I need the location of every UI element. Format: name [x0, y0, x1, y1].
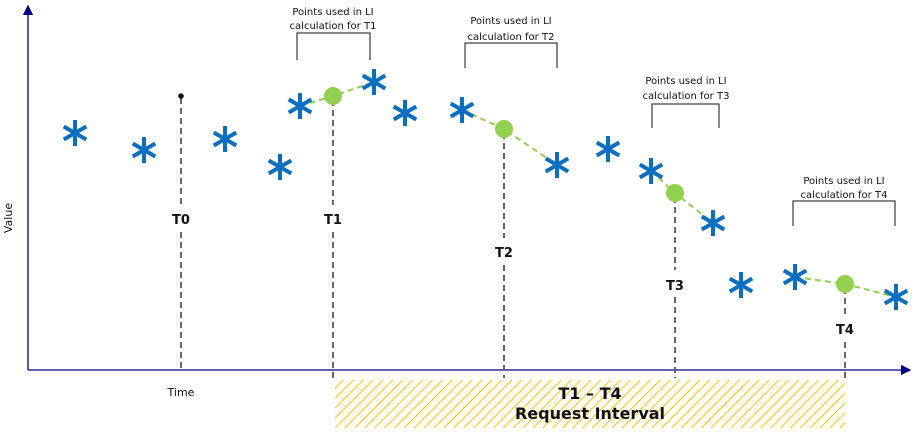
bracket-t4-line1: Points used in LI: [803, 176, 884, 187]
t4-label: T4: [836, 323, 854, 338]
bracket-t3-line1: Points used in LI: [645, 76, 726, 87]
interval-label: Request Interval: [515, 404, 665, 423]
sample-point-asterisk: [62, 120, 88, 146]
sample-point-asterisk: [287, 93, 313, 119]
sample-point-asterisk: [449, 97, 475, 123]
y-axis-label: Value: [2, 203, 15, 233]
interpolated-point-t2: [495, 120, 513, 138]
sample-point-asterisk: [728, 272, 754, 298]
sample-point-asterisk: [782, 264, 808, 290]
sample-point-asterisk: [700, 210, 726, 236]
t1-label: T1: [324, 213, 342, 228]
bracket-t3: [651, 103, 720, 128]
sample-point-asterisk: [595, 136, 621, 162]
interpolated-points: [324, 87, 854, 293]
interpolated-point-t4: [836, 275, 854, 293]
bracket-t3-line2: calculation for T3: [643, 91, 730, 102]
t2-label: T2: [495, 246, 513, 261]
sample-point-asterisk: [361, 69, 387, 95]
bracket-t2: [464, 42, 558, 68]
bracket-t2-line1: Points used in LI: [470, 16, 551, 27]
time-markers: [180, 98, 846, 378]
interpolated-point-t3: [666, 184, 684, 202]
interp-line-t2: [461, 109, 558, 166]
bracket-t4: [792, 200, 896, 226]
bracket-t1-line2: calculation for T1: [290, 21, 377, 32]
sample-points: [62, 69, 909, 310]
sample-point-asterisk: [544, 152, 570, 178]
bracket-t1-line1: Points used in LI: [292, 7, 373, 18]
t0-point: [178, 93, 184, 99]
x-axis-label: Time: [167, 386, 195, 399]
interpolated-point-t1: [324, 87, 342, 105]
sample-point-asterisk: [883, 284, 909, 310]
sample-point-asterisk: [131, 137, 157, 163]
brackets: [296, 32, 896, 226]
bracket-t1: [296, 32, 371, 60]
t0-label: T0: [172, 213, 190, 228]
sample-point-asterisk: [638, 158, 664, 184]
interval-range: T1 – T4: [558, 384, 621, 403]
request-interval-box: [335, 380, 845, 428]
bracket-t2-line2: calculation for T2: [468, 32, 555, 43]
sample-point-asterisk: [392, 100, 418, 126]
sample-point-asterisk: [212, 126, 238, 152]
t3-label: T3: [666, 279, 684, 294]
bracket-t4-line2: calculation for T4: [801, 190, 888, 201]
sample-point-asterisk: [267, 154, 293, 180]
